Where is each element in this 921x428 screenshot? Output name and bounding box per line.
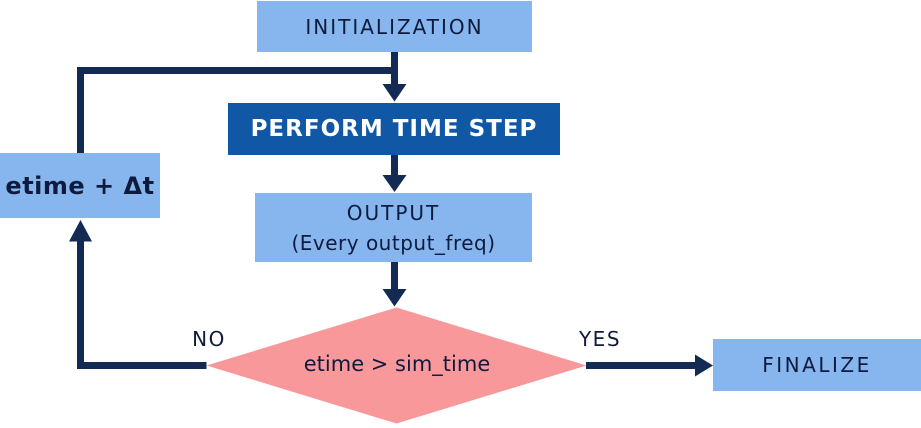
arrowhead-into-perform — [382, 84, 407, 102]
node-finalize: FINALIZE — [713, 339, 921, 391]
node-output-sublabel: (Every output_freq) — [291, 230, 496, 255]
decision-diamond — [206, 307, 587, 424]
edge-label-no: NO — [192, 327, 226, 351]
node-increment-etime-label: etime + Δt — [5, 171, 155, 200]
node-perform-time-step-label: PERFORM TIME STEP — [250, 116, 538, 142]
node-increment-etime: etime + Δt — [0, 153, 160, 218]
arrowhead-into-finalize — [695, 354, 713, 377]
node-initialization-label: INITIALIZATION — [305, 14, 484, 39]
edge-increment-to-perform — [77, 67, 395, 154]
node-output-label: OUTPUT — [346, 200, 441, 225]
edge-no-branch — [77, 241, 207, 369]
node-perform-time-step: PERFORM TIME STEP — [228, 103, 560, 155]
decision-condition-label: etime > sim_time — [303, 352, 491, 376]
node-initialization: INITIALIZATION — [257, 1, 532, 52]
edge-label-yes: YES — [578, 327, 622, 351]
node-output: OUTPUT (Every output_freq) — [255, 193, 532, 262]
arrowhead-into-decision — [382, 289, 407, 307]
arrowhead-into-output — [382, 175, 407, 192]
node-finalize-label: FINALIZE — [762, 353, 872, 377]
arrowhead-into-increment — [69, 220, 92, 242]
